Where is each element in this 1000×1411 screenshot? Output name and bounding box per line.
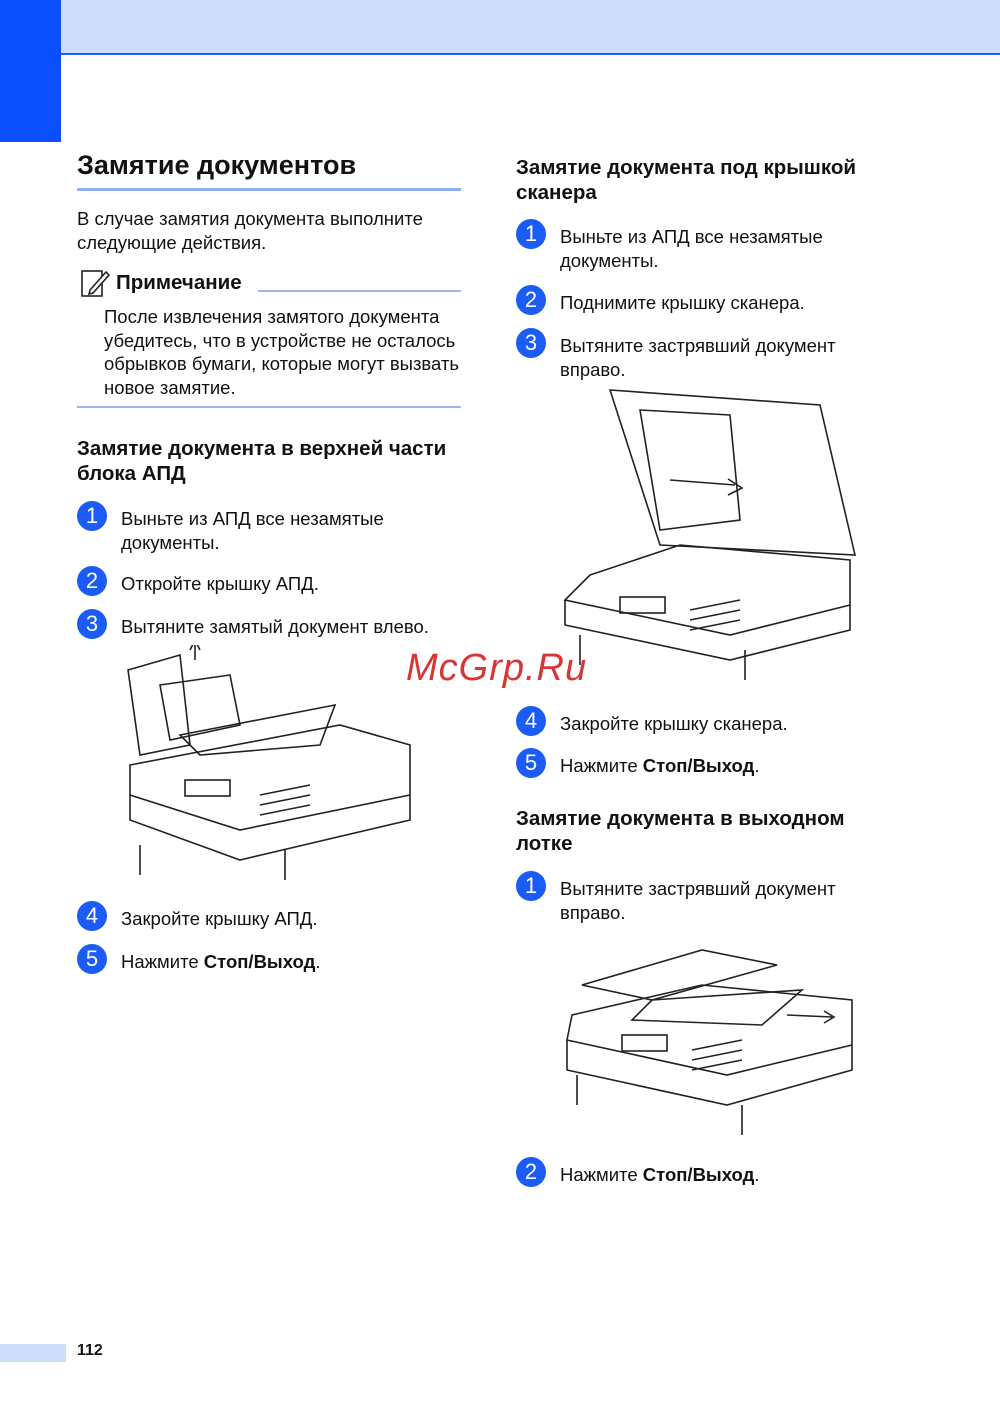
scanner-cover-jam-illustration bbox=[563, 389, 857, 680]
section-heading-output-tray: Замятие документа в выходном лотке bbox=[516, 807, 845, 855]
step-number: 2 bbox=[516, 1157, 546, 1187]
step-item: 1 Вытяните застрявший документ вправо. bbox=[516, 871, 880, 924]
step-text: Выньте из АПД все незамятые документы. bbox=[121, 508, 384, 553]
note-rule bbox=[258, 290, 461, 292]
step-item: 5 Нажмите Стоп/Выход. bbox=[516, 748, 880, 778]
step-number: 1 bbox=[77, 501, 107, 531]
step-text: Откройте крышку АПД. bbox=[121, 573, 319, 594]
section-heading-adf-top: Замятие документа в верхней части блока … bbox=[77, 437, 447, 485]
step-text: Закройте крышку АПД. bbox=[121, 908, 318, 929]
step-item: 5 Нажмите Стоп/Выход. bbox=[77, 944, 441, 974]
step-item: 2 Откройте крышку АПД. bbox=[77, 566, 441, 596]
step-number: 4 bbox=[516, 706, 546, 736]
step-item: 3 Вытяните застрявший документ вправо. bbox=[516, 328, 880, 381]
title-rule bbox=[77, 188, 461, 191]
step-text: Выньте из АПД все незамятые документы. bbox=[560, 226, 823, 271]
note-heading: Примечание bbox=[116, 271, 242, 294]
step-text: Поднимите крышку сканера. bbox=[560, 292, 805, 313]
step-item: 4 Закройте крышку сканера. bbox=[516, 706, 880, 736]
step-text: Нажмите Стоп/Выход. bbox=[121, 951, 321, 972]
step-text: Вытяните застрявший документ вправо. bbox=[560, 878, 836, 923]
step-number: 5 bbox=[77, 944, 107, 974]
step-text: Нажмите Стоп/Выход. bbox=[560, 1164, 760, 1185]
intro-text: В случае замятия документа выполните сле… bbox=[77, 208, 423, 253]
adf-jam-illustration bbox=[127, 645, 411, 880]
step-text: Закройте крышку сканера. bbox=[560, 713, 788, 734]
step-item: 3 Вытяните замятый документ влево. bbox=[77, 609, 441, 639]
header-band bbox=[61, 0, 1000, 55]
step-number: 1 bbox=[516, 219, 546, 249]
step-item: 4 Закройте крышку АПД. bbox=[77, 901, 441, 931]
page-number: 112 bbox=[77, 1342, 103, 1359]
note-pencil-icon bbox=[81, 270, 110, 297]
note-text: После извлечения замятого документа убед… bbox=[104, 306, 460, 398]
step-number: 5 bbox=[516, 748, 546, 778]
step-number: 1 bbox=[516, 871, 546, 901]
output-tray-jam-illustration bbox=[566, 949, 853, 1135]
section-heading-scanner-cover: Замятие документа под крышкой сканера bbox=[516, 156, 856, 204]
step-item: 1 Выньте из АПД все незамятые документы. bbox=[516, 219, 880, 272]
step-text: Нажмите Стоп/Выход. bbox=[560, 755, 760, 776]
step-text: Вытяните застрявший документ вправо. bbox=[560, 335, 836, 380]
step-number: 4 bbox=[77, 901, 107, 931]
step-text: Вытяните замятый документ влево. bbox=[121, 616, 429, 637]
step-item: 2 Поднимите крышку сканера. bbox=[516, 285, 880, 315]
step-item: 2 Нажмите Стоп/Выход. bbox=[516, 1157, 880, 1187]
stop-exit-key: Стоп/Выход bbox=[203, 951, 316, 972]
footer-band bbox=[0, 1344, 66, 1362]
stop-exit-key: Стоп/Выход bbox=[642, 755, 755, 776]
chapter-tab bbox=[0, 0, 61, 142]
step-number: 3 bbox=[77, 609, 107, 639]
watermark: McGrp.Ru bbox=[406, 647, 588, 689]
page-title: Замятие документов bbox=[77, 150, 357, 180]
step-item: 1 Выньте из АПД все незамятые документы. bbox=[77, 501, 441, 554]
stop-exit-key: Стоп/Выход bbox=[642, 1164, 755, 1185]
step-number: 3 bbox=[516, 328, 546, 358]
step-number: 2 bbox=[516, 285, 546, 315]
note-header: Примечание bbox=[80, 268, 242, 298]
note-bottom-rule bbox=[77, 406, 461, 408]
step-number: 2 bbox=[77, 566, 107, 596]
